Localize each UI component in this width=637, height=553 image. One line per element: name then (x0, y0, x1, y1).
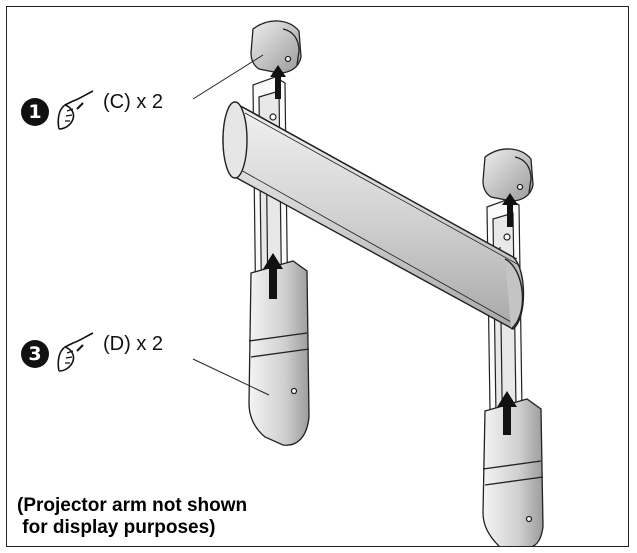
diagram-frame: 1 (C) x 2 3 (D) x 2 (Projector arm not s… (6, 6, 629, 547)
caption-line-1: (Projector arm not shown (17, 495, 248, 516)
step-1-row: 1 (C) x 2 (21, 89, 163, 135)
cap-insert-arrows (270, 65, 518, 227)
caption: (Projector arm not shown for display pur… (17, 495, 247, 539)
horizontal-rail (222, 101, 525, 330)
step-3-row: 3 (D) x 2 (21, 331, 163, 377)
hand-screwdriver-icon (57, 332, 94, 372)
step-1-quantity: (C) x 2 (103, 90, 163, 113)
step-3-badge: 3 (21, 340, 49, 368)
hand-screwdriver-icon (57, 90, 94, 130)
top-cap-left (250, 20, 302, 74)
leader-lines (192, 54, 270, 396)
mount-assembly-drawing (192, 20, 544, 546)
lower-cover-right (482, 398, 544, 546)
cover-insert-arrows (263, 253, 517, 435)
lower-cover-left (248, 260, 310, 446)
step-3-quantity: (D) x 2 (103, 332, 163, 355)
top-cap-right (482, 148, 534, 202)
caption-line-2: for display purposes) (17, 517, 216, 538)
step-1-badge: 1 (21, 98, 49, 126)
